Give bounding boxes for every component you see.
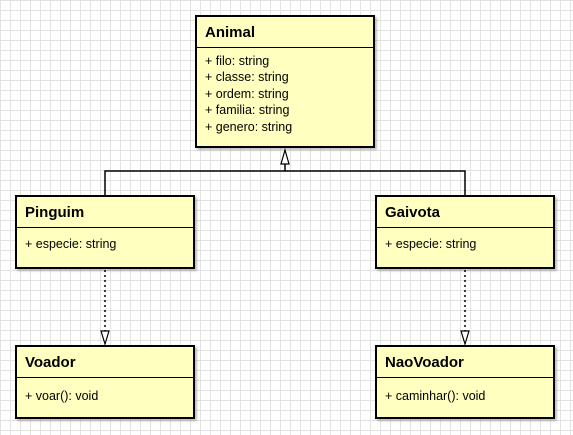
class-name: Voador — [17, 347, 193, 378]
attribute: + ordem: string — [205, 86, 289, 101]
attribute: + especie: string — [25, 237, 117, 251]
attribute-list: + caminhar(): void — [377, 378, 553, 404]
method: + caminhar(): void — [385, 389, 486, 403]
class-pinguim[interactable]: Pinguim + especie: string — [15, 195, 195, 269]
attribute: + classe: string — [205, 70, 289, 85]
attribute-list: + especie: string — [17, 228, 193, 252]
class-naovoador[interactable]: NaoVoador + caminhar(): void — [375, 345, 555, 419]
realization-arrowhead-voador — [100, 330, 110, 347]
attribute: + genero: string — [205, 119, 293, 134]
class-name: NaoVoador — [377, 347, 553, 378]
class-voador[interactable]: Voador + voar(): void — [15, 345, 195, 419]
attribute: + familia: string — [205, 103, 290, 118]
class-name: Gaivota — [377, 197, 553, 228]
class-name: Pinguim — [17, 197, 193, 228]
class-gaivota[interactable]: Gaivota + especie: string — [375, 195, 555, 269]
class-animal[interactable]: Animal + filo: string + classe: string +… — [195, 15, 375, 148]
class-name: Animal — [197, 17, 373, 48]
generalization-line-gaivota-animal — [285, 170, 466, 195]
attribute: + filo: string — [205, 54, 270, 68]
attribute: + especie: string — [385, 237, 477, 251]
generalization-line-pinguim-animal — [104, 164, 286, 195]
realization-arrowhead-naovoador — [460, 330, 470, 347]
attribute-list: + especie: string — [377, 228, 553, 252]
attribute-list: + voar(): void — [17, 378, 193, 404]
method: + voar(): void — [25, 389, 99, 403]
attribute-list: + filo: string + classe: string + ordem:… — [197, 48, 373, 135]
inheritance-arrowhead — [280, 147, 290, 165]
